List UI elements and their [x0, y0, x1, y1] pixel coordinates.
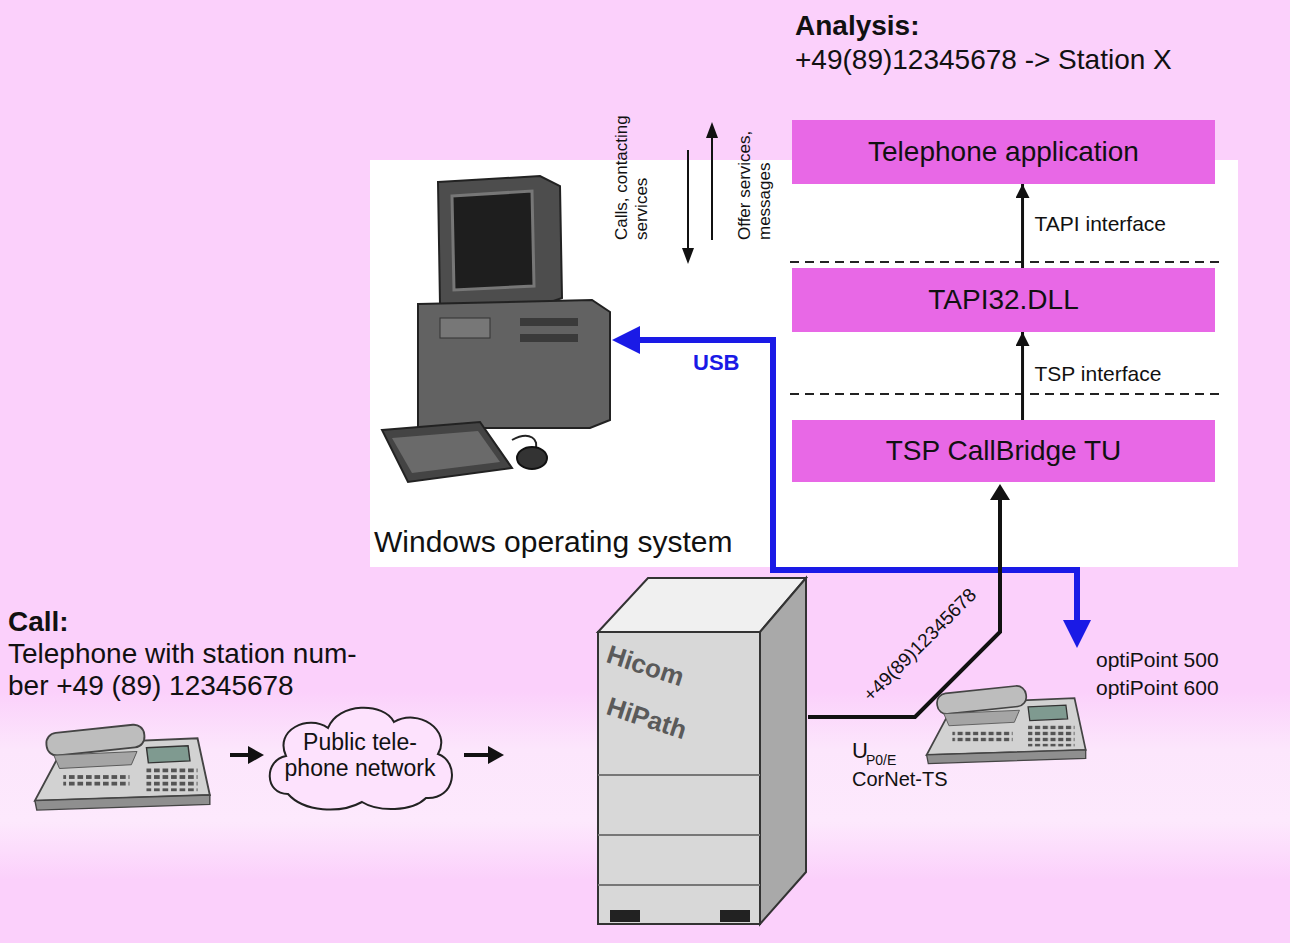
station-number: +49(89)12345678: [859, 584, 981, 706]
node-label: Public tele- phone network: [280, 729, 440, 782]
usb-label: USB: [693, 350, 739, 375]
network-cloud: Public tele- phone network: [262, 698, 458, 812]
direction-label: Calls, contacting services: [612, 65, 651, 240]
interface-arrow: [1021, 332, 1024, 420]
layer-box: Telephone application: [792, 120, 1215, 184]
node-label: Telephone application: [868, 136, 1139, 168]
interface-name: U: [852, 738, 868, 763]
phone-model: optiPoint 500: [1096, 648, 1219, 672]
call-description: Telephone with station num- ber +49 (89)…: [8, 638, 383, 702]
interface-divider: [790, 261, 1220, 263]
analysis-result: +49(89)12345678 -> Station X: [795, 44, 1172, 76]
direction-label: Offer services, messages: [735, 65, 774, 240]
optipoint-telephone: [927, 685, 1086, 764]
interface-label: TAPI interface: [1035, 212, 1167, 236]
heading-label: Analysis:: [795, 10, 920, 42]
caller-telephone: [35, 724, 210, 810]
phone-model: optiPoint 600: [1096, 676, 1219, 700]
interface-divider: [790, 393, 1220, 395]
interface-arrow: [1021, 184, 1024, 268]
server-cabinet: [598, 578, 806, 924]
layer-box: TAPI32.DLL: [792, 268, 1215, 332]
node-label: TSP CallBridge TU: [886, 435, 1122, 467]
cloud-shape: [270, 708, 452, 810]
protocol-name: CorNet-TS: [852, 768, 948, 791]
panel-caption: Windows operating system: [374, 525, 732, 560]
heading-label: Call:: [8, 606, 69, 638]
interface-label: TSP interface: [1035, 362, 1162, 386]
layer-box: TSP CallBridge TU: [792, 420, 1215, 482]
interface-subscript: P0/E: [866, 752, 896, 768]
node-label: TAPI32.DLL: [928, 284, 1078, 316]
